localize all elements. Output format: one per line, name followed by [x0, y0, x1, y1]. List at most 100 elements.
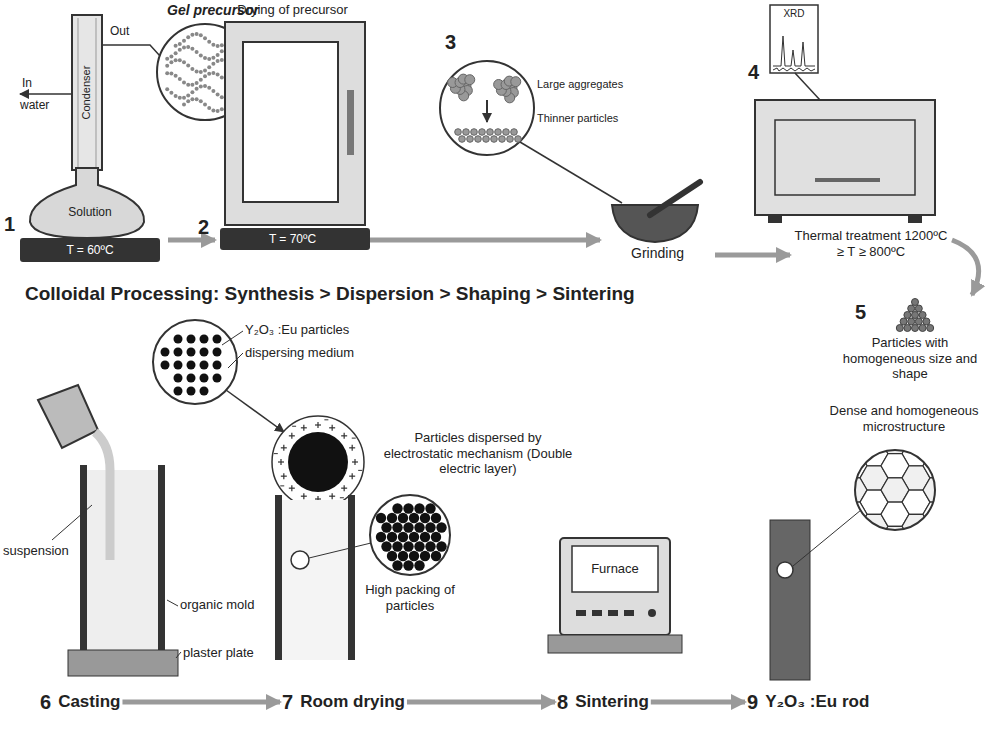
drawing-stroke [211, 108, 215, 112]
drawing-stroke [459, 136, 466, 143]
dispersed-particles [161, 335, 222, 396]
drawing-stroke [414, 522, 424, 532]
drawing-stroke [199, 53, 203, 57]
drawing-stroke [291, 433, 292, 439]
drawing-stroke [409, 551, 419, 561]
drawing-stroke [161, 361, 170, 370]
drawing-stroke [199, 33, 203, 37]
drawing-stroke [495, 129, 502, 136]
drawing-stroke [178, 58, 182, 62]
drawing-stroke [425, 541, 435, 551]
drawing-stroke [190, 33, 194, 37]
callout-number: 6 [40, 691, 51, 714]
step-name: Casting [58, 692, 120, 712]
drawing-stroke [839, 381, 867, 405]
drawing-stroke [332, 493, 333, 499]
drawing-stroke [420, 513, 430, 523]
drawing-stroke [965, 429, 993, 453]
step-label: Solution [40, 205, 140, 219]
drawing-stroke [797, 575, 825, 599]
drawing-stroke [199, 78, 203, 82]
drawing-stroke [414, 503, 424, 513]
drawing-stroke [165, 71, 169, 75]
drawing-stroke [186, 94, 190, 98]
drawing-stroke [818, 587, 846, 611]
drawing-stroke [420, 532, 430, 542]
diagram-title: Colloidal Processing: Synthesis > Disper… [25, 283, 785, 306]
drawing-stroke [344, 485, 345, 491]
drawing-stroke [211, 62, 215, 66]
drawing-stroke [902, 514, 930, 538]
flow-arrow [715, 253, 790, 258]
step-name: Room drying [300, 692, 405, 712]
annotation-label: dispersing medium [245, 345, 395, 361]
drawing-stroke [174, 94, 178, 98]
drawing-stroke [467, 136, 474, 143]
drawing-stroke [904, 325, 911, 332]
drawing-stroke [818, 514, 846, 538]
drawing-stroke [200, 387, 209, 396]
drawing-stroke [203, 56, 207, 60]
drawing-stroke [187, 335, 196, 344]
callout-number: 4 [748, 60, 764, 84]
drawing-stroke [511, 77, 521, 87]
drawing-stroke [908, 305, 915, 312]
drawing-stroke [203, 74, 207, 78]
drawing-stroke [403, 503, 413, 513]
drawing-stroke [912, 299, 919, 306]
drawing-stroke [818, 442, 846, 466]
drawing-stroke [303, 425, 304, 431]
drawing-stroke [186, 45, 190, 49]
drawing-stroke [203, 103, 207, 107]
drawing-stroke [324, 419, 328, 420]
drawing-stroke [200, 361, 209, 370]
particle-pile [896, 299, 933, 332]
drawing-stroke [860, 539, 888, 563]
drawing-stroke [190, 47, 194, 51]
drawing-stroke [818, 490, 846, 514]
drawing-stroke [213, 374, 222, 383]
drawing-stroke [203, 84, 207, 88]
process-step: Grinding [600, 180, 715, 270]
process-step: SolutionT = 60ºC [18, 15, 168, 265]
sintered-rod [770, 381, 993, 680]
drawing-stroke [165, 57, 169, 61]
drawing-stroke [195, 69, 199, 73]
drawing-stroke [216, 59, 220, 63]
step-label: Grinding [600, 245, 715, 262]
flow-arrow [122, 700, 280, 705]
drawing-stroke [923, 478, 951, 502]
step-label: Thermal treatment 1200ºC ≥ T ≥ 800ºC [790, 228, 952, 259]
drying-oven [220, 22, 370, 250]
drawing-stroke [398, 513, 408, 523]
drawing-stroke [912, 325, 919, 332]
step-label: Drying of precursor [215, 2, 370, 18]
drawing-stroke [352, 473, 353, 479]
drawing-stroke [403, 541, 413, 551]
drawing-stroke [220, 75, 224, 79]
step-name: Y₂O₃ :Eu rod [765, 692, 869, 712]
drawing-stroke [199, 84, 203, 88]
drawing-stroke [207, 86, 211, 90]
reflux-setup [20, 15, 160, 262]
drawing-stroke [216, 44, 220, 48]
callout-number: 5 [855, 300, 871, 324]
drawing-stroke [425, 522, 435, 532]
annotation-label: Thinner particles [537, 112, 647, 125]
double-layer [274, 420, 362, 504]
drawing-stroke [398, 532, 408, 542]
drawing-stroke [908, 318, 915, 325]
drawing-stroke [912, 312, 919, 319]
drawing-stroke [178, 96, 182, 100]
drawing-stroke [186, 35, 190, 39]
callout-number: 8 [557, 691, 568, 714]
drawing-stroke [280, 459, 281, 465]
drawing-stroke [174, 51, 178, 55]
drawing-stroke [965, 526, 993, 550]
drawing-stroke [169, 71, 173, 75]
drawing-stroke [392, 560, 402, 570]
drawing-stroke [220, 107, 224, 111]
drawing-stroke [358, 470, 362, 471]
annotation-label: Y₂O₃ :Eu particles [245, 322, 395, 338]
drawing-stroke [491, 136, 498, 143]
